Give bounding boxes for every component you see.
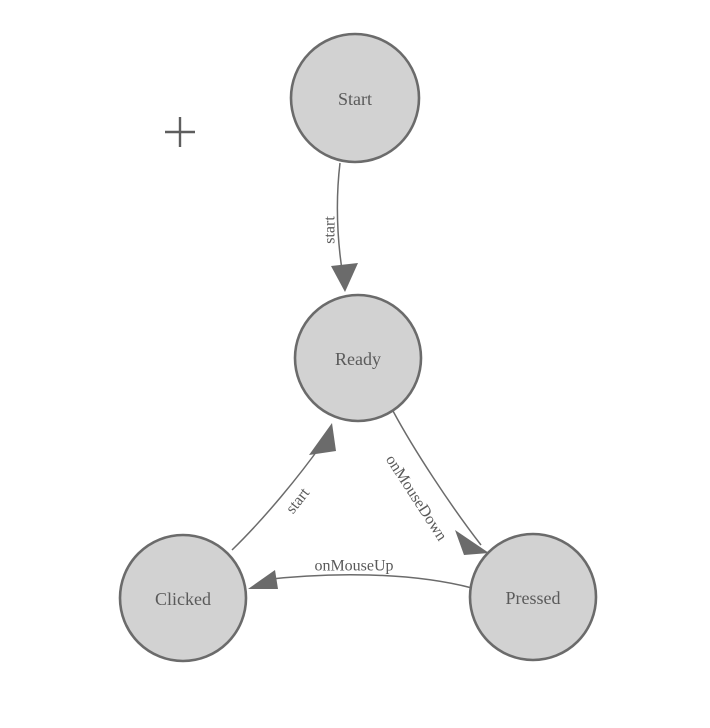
- edge-line[interactable]: [261, 574, 473, 589]
- node-clicked[interactable]: Clicked: [118, 533, 248, 663]
- node-ready[interactable]: Ready: [293, 293, 423, 423]
- node-start-circle[interactable]: [289, 32, 421, 164]
- node-start[interactable]: Start: [289, 32, 421, 164]
- edge-start-to-ready[interactable]: start: [322, 162, 359, 292]
- edge-clicked-to-ready[interactable]: start: [231, 423, 336, 551]
- node-pressed[interactable]: Pressed: [468, 532, 598, 662]
- edge-label-ready-to-pressed: onMouseDown: [382, 452, 450, 544]
- edge-line[interactable]: [231, 443, 323, 551]
- node-ready-circle[interactable]: [293, 293, 423, 423]
- edge-ready-to-pressed[interactable]: onMouseDown: [382, 410, 489, 555]
- edge-line[interactable]: [392, 410, 482, 546]
- node-pressed-circle[interactable]: [468, 532, 598, 662]
- edge-label-start-to-ready: start: [322, 216, 339, 244]
- edge-pressed-to-clicked[interactable]: onMouseUp: [248, 558, 473, 590]
- crosshair-icon: [165, 117, 195, 147]
- arrowhead-icon: [309, 423, 336, 455]
- arrowhead-icon: [331, 263, 358, 292]
- arrowhead-icon: [248, 570, 278, 589]
- arrowhead-icon: [455, 530, 489, 555]
- node-clicked-circle[interactable]: [118, 533, 248, 663]
- edge-label-pressed-to-clicked: onMouseUp: [314, 558, 393, 575]
